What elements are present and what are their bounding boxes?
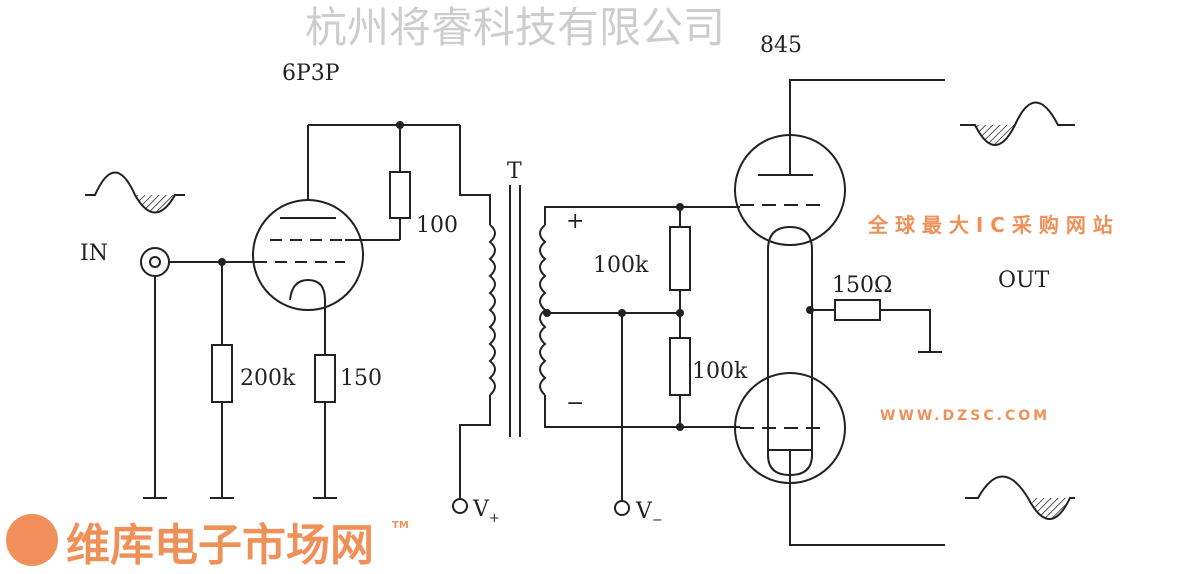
output-waveform-top: [960, 101, 1075, 146]
watermark-tm: TM: [392, 520, 409, 531]
label-out: OUT: [998, 268, 1050, 293]
label-845: 845: [760, 33, 802, 58]
label-6p3p: 6P3P: [282, 61, 340, 86]
label-r-bias-top: 100k: [593, 253, 649, 278]
label-r-cathode: 150: [340, 366, 382, 391]
watermark: 杭州将睿科技有限公司 维库电子市场网 TM WWW.DZSC.COM 全 球 最…: [6, 3, 1113, 571]
resistor-150: [313, 300, 337, 499]
label-v-minus: V−: [635, 499, 663, 528]
label-in: IN: [80, 241, 108, 266]
label-r-out: 150Ω: [832, 273, 892, 298]
output-waveform-bottom: [965, 475, 1075, 520]
watermark-slogan: 全 球 最 大 I C 采 购 网 站: [867, 213, 1113, 237]
watermark-logo-icon: [6, 514, 58, 566]
tube-6p3p: [252, 125, 400, 311]
transformer: [452, 125, 740, 514]
resistor-100: [389, 125, 411, 240]
bias-network: [543, 203, 691, 516]
tubes-845: [734, 79, 945, 546]
watermark-url: WWW.DZSC.COM: [880, 408, 1050, 424]
input-waveform: [85, 171, 185, 214]
label-plus: +: [566, 209, 584, 234]
watermark-company: 杭州将睿科技有限公司: [305, 3, 725, 52]
input-jack: [140, 247, 255, 499]
label-r-plate: 100: [416, 213, 458, 238]
resistor-200k: [210, 262, 234, 499]
label-v-plus: V+: [472, 497, 500, 526]
label-r-grid: 200k: [240, 366, 296, 391]
label-r-bias-bottom: 100k: [692, 359, 748, 384]
label-minus: −: [566, 391, 584, 416]
label-transformer: T: [507, 159, 522, 184]
watermark-brand: 维库电子市场网: [66, 520, 374, 571]
